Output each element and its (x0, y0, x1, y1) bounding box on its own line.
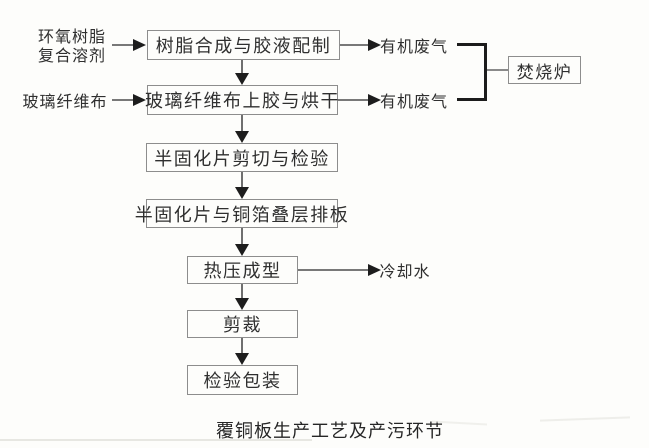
process-box-inspection-packaging: 检验包装 (187, 365, 298, 395)
connector-line (487, 69, 508, 71)
bracket-vertical-bar (484, 43, 487, 101)
arrow-right-icon (133, 94, 146, 106)
connector-line (338, 99, 368, 101)
arrow-right-icon (368, 39, 381, 51)
arrow-down-icon (235, 353, 249, 365)
input-label-glass-fiber-cloth: 玻璃纤维布 (22, 94, 108, 111)
connector-line (241, 228, 243, 245)
connector-line (241, 284, 243, 299)
scan-artifact (0, 439, 312, 441)
process-box-resin-synthesis: 树脂合成与胶液配制 (147, 30, 340, 60)
process-box-prepreg-cutting-inspection: 半固化片剪切与检验 (146, 143, 338, 172)
input-label-epoxy-line2: 复合溶剂 (37, 48, 106, 65)
arrow-down-icon (235, 244, 249, 256)
output-label-organic-waste-gas-2: 有机废气 (380, 94, 449, 111)
process-box-glass-fiber-coating-drying: 玻璃纤维布上胶与烘干 (145, 85, 339, 115)
connector-line (340, 44, 368, 46)
connector-line (298, 269, 368, 271)
connector-line (241, 115, 243, 132)
arrow-down-icon (235, 131, 249, 143)
bracket-bottom-bar (457, 98, 487, 101)
input-label-epoxy-resin-solvent: 环氧树脂 复合溶剂 (34, 27, 110, 67)
arrow-down-icon (235, 73, 249, 85)
process-box-incinerator: 焚烧炉 (508, 56, 581, 84)
connector-line (112, 44, 133, 46)
output-label-cooling-water: 冷却水 (379, 264, 431, 281)
output-label-organic-waste-gas-1: 有机废气 (380, 39, 449, 56)
connector-line (241, 60, 243, 74)
connector-line (241, 172, 243, 188)
arrow-right-icon (133, 39, 146, 51)
arrow-right-icon (368, 94, 381, 106)
scan-artifact (539, 416, 631, 422)
bracket-top-bar (457, 43, 487, 46)
process-box-hot-press-forming: 热压成型 (187, 256, 298, 284)
connector-line (241, 338, 243, 354)
process-box-prepreg-copper-foil-layup: 半固化片与铜箔叠层排板 (135, 199, 348, 228)
diagram-caption: 覆铜板生产工艺及产污环节 (216, 421, 444, 441)
process-box-trimming: 剪裁 (187, 310, 298, 338)
arrow-right-icon (368, 264, 381, 276)
arrow-down-icon (235, 187, 249, 199)
connector-line (112, 99, 133, 101)
arrow-down-icon (235, 298, 249, 310)
input-label-epoxy-line1: 环氧树脂 (37, 29, 106, 46)
